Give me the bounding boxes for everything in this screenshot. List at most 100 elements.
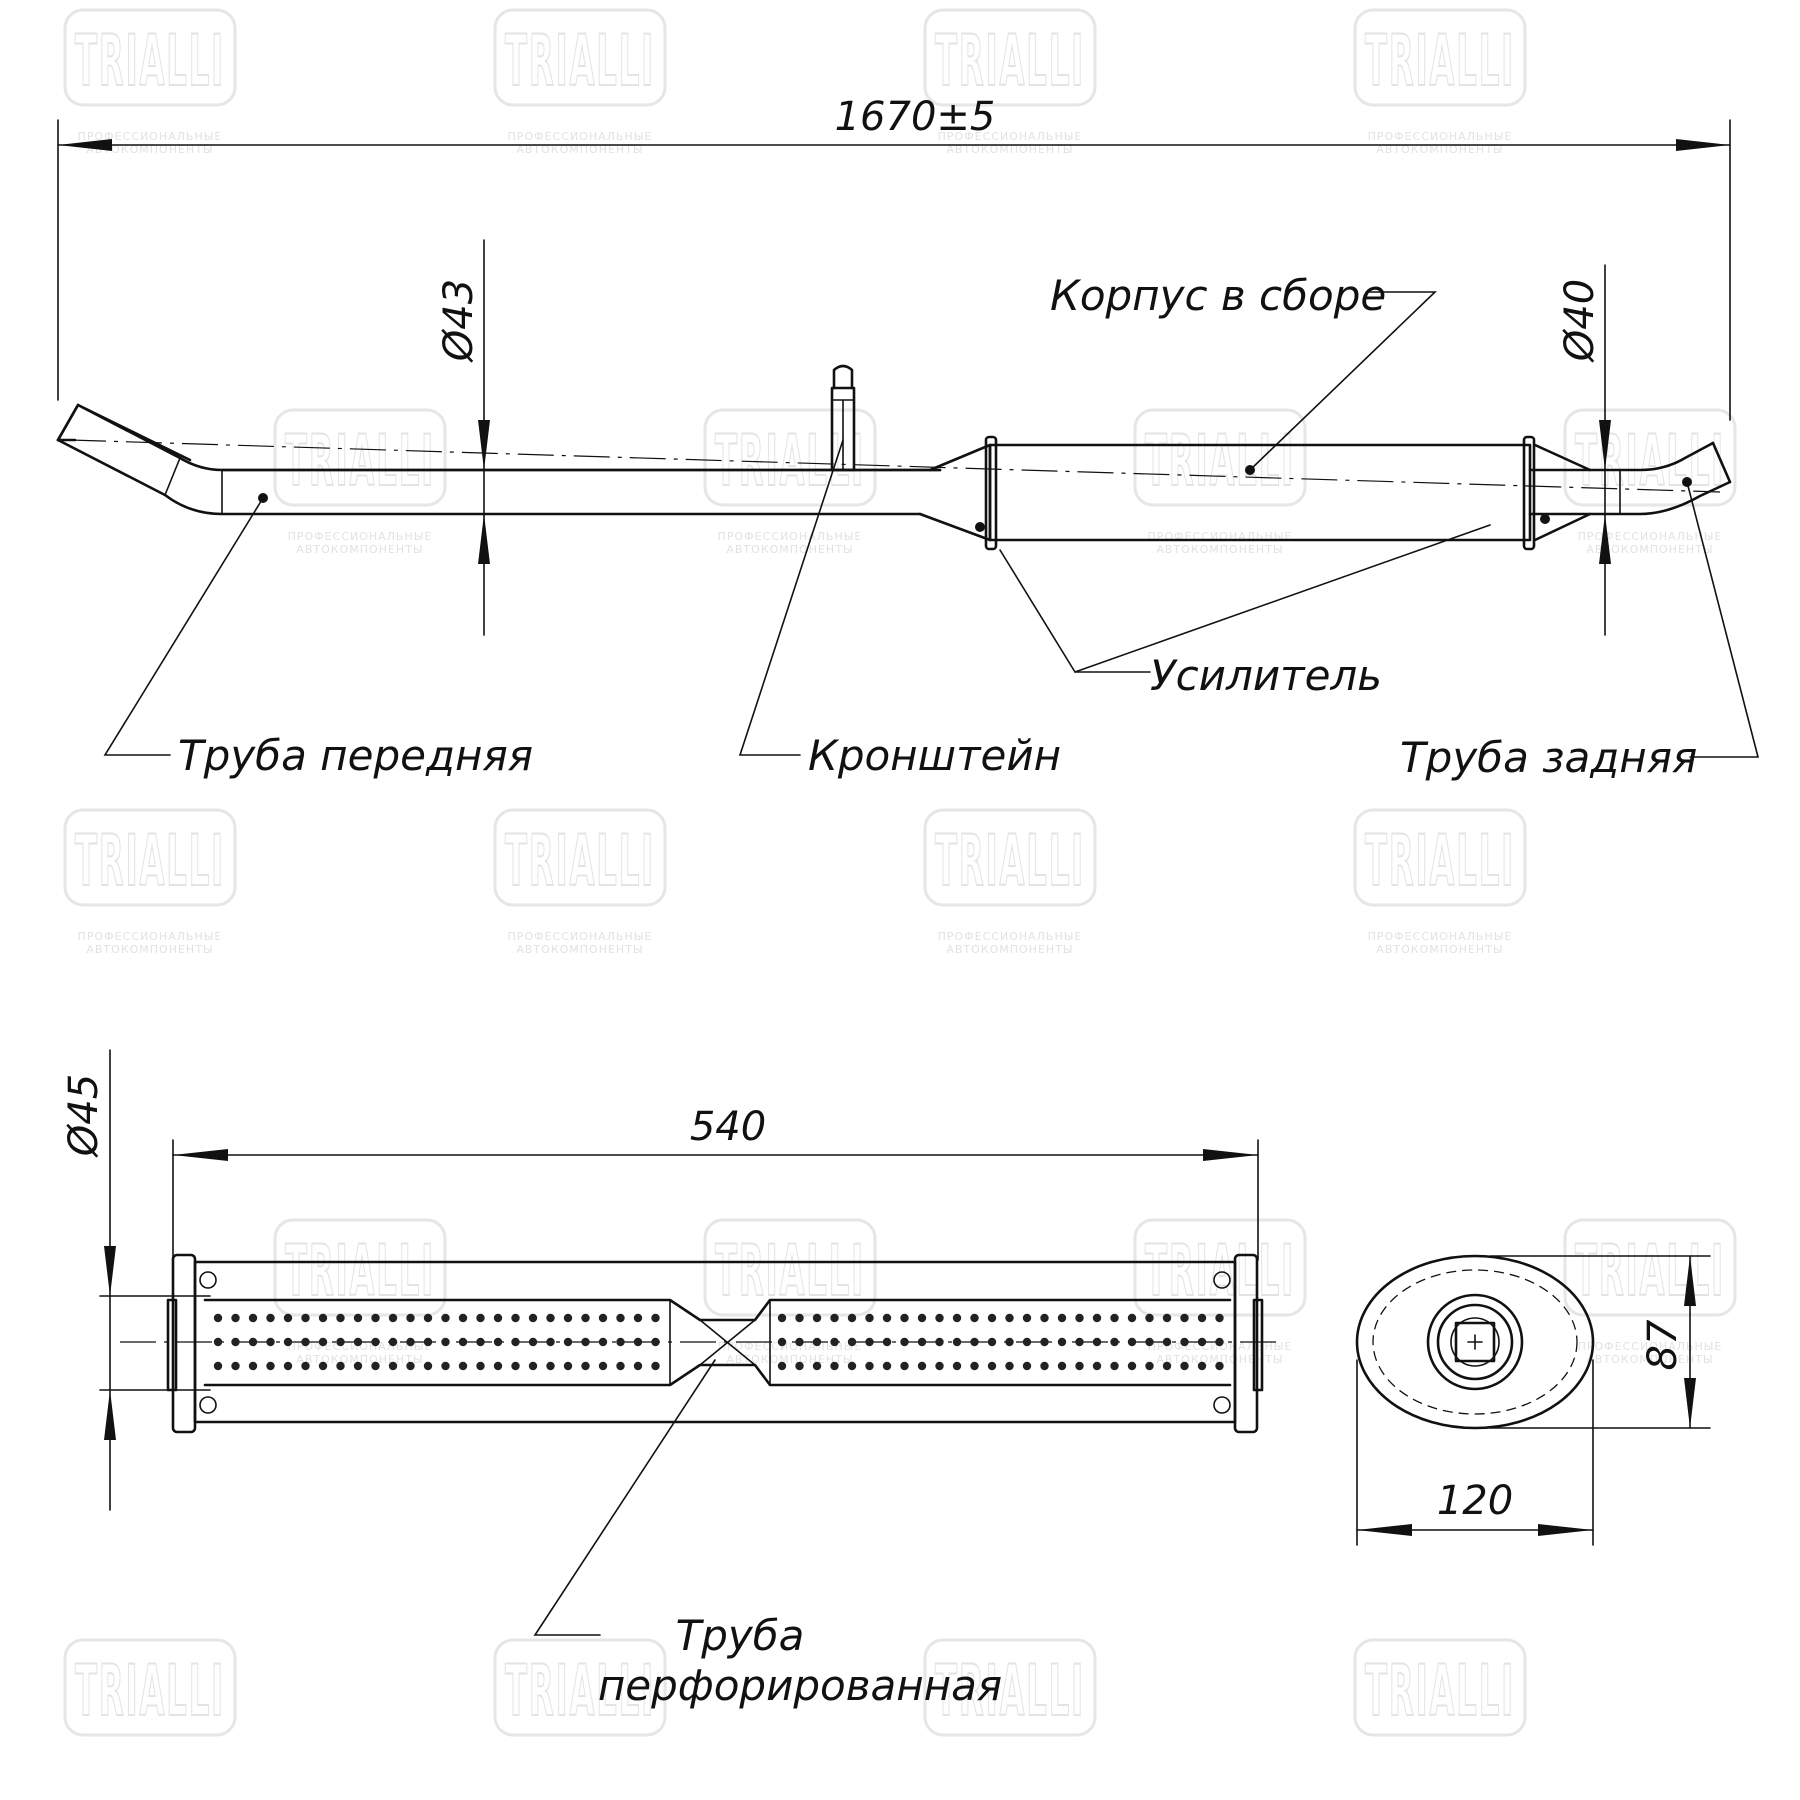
watermark-tagline: АВТОКОМПОНЕНТЫ (1156, 543, 1283, 556)
perforation-hole (266, 1313, 275, 1323)
perforation-hole (935, 1361, 944, 1371)
perforation-hole (423, 1361, 433, 1371)
perforation-hole (493, 1337, 503, 1347)
perforation-hole (353, 1313, 363, 1323)
watermark-brand: TRIALLI (1575, 420, 1725, 502)
perforation-hole (882, 1361, 892, 1371)
perforation-hole (423, 1313, 433, 1323)
watermark-brand: TRIALLI (715, 420, 865, 502)
perforation-hole (900, 1313, 909, 1323)
perforation-hole (616, 1337, 625, 1347)
perforation-hole (266, 1361, 275, 1371)
perforation-hole (598, 1337, 608, 1347)
perforated-pipe-label-2: перфорированная (598, 1661, 1002, 1710)
watermark-brand: TRIALLI (75, 820, 225, 902)
perforation-hole (1022, 1361, 1032, 1371)
perforation-hole (795, 1313, 804, 1323)
perforation-hole (1197, 1361, 1207, 1371)
perforation-hole (283, 1313, 293, 1323)
watermark-brand: TRIALLI (1365, 20, 1515, 102)
muffler-body (975, 435, 1550, 551)
perforation-hole (546, 1337, 555, 1347)
body-width-dimension: 120 (1437, 1478, 1513, 1524)
watermark-tagline: ПРОФЕССИОНАЛЬНЫЕ (1368, 930, 1513, 943)
perforation-hole (301, 1313, 310, 1323)
perforation-hole (213, 1313, 223, 1323)
watermark-frame (493, 1638, 667, 1737)
front-pipe-diameter: Ø43 (436, 279, 482, 363)
perforation-hole (1162, 1361, 1172, 1371)
watermark-brand: TRIALLI (505, 820, 655, 902)
perforation-hole (1180, 1361, 1189, 1371)
watermark-tagline: ПРОФЕССИОНАЛЬНЫЕ (718, 1340, 863, 1353)
watermark-tagline: АВТОКОМПОНЕНТЫ (516, 143, 643, 156)
perforation-hole (336, 1337, 345, 1347)
watermark-layer: TRIALLIПРОФЕССИОНАЛЬНЫЕАВТОКОМПОНЕНТЫTRI… (63, 8, 1737, 1737)
rear-pipe-label: Труба задняя (1400, 733, 1697, 782)
watermark-frame (1563, 1218, 1737, 1317)
perforation-hole (1040, 1361, 1049, 1371)
perforation-hole (388, 1313, 398, 1323)
perforation-hole (353, 1337, 363, 1347)
perforation-hole (865, 1337, 874, 1347)
perforation-hole (441, 1313, 450, 1323)
watermark-frame (493, 8, 667, 107)
perforation-hole (371, 1361, 380, 1371)
perforation-hole (511, 1361, 520, 1371)
body-length-dimension: 540 (690, 1104, 766, 1150)
watermark-tagline: АВТОКОМПОНЕНТЫ (516, 943, 643, 956)
perforation-hole (616, 1313, 625, 1323)
watermark-frame (1353, 808, 1527, 907)
perforation-hole (406, 1313, 415, 1323)
perforation-hole (777, 1361, 787, 1371)
perforation-holes (213, 1313, 1224, 1371)
watermark-brand: TRIALLI (1365, 820, 1515, 902)
perforation-hole (1057, 1337, 1067, 1347)
perforation-hole (301, 1361, 310, 1371)
perforation-hole (1145, 1313, 1154, 1323)
perforation-hole (546, 1361, 555, 1371)
perforation-hole (1075, 1337, 1084, 1347)
watermark-frame (63, 8, 237, 107)
section-view: 540 Ø45 Труба перфорированная (61, 1049, 1280, 1710)
perforation-hole (1127, 1313, 1137, 1323)
front-pipe-label: Труба передняя (178, 731, 533, 780)
end-view: 87 120 (1355, 1254, 1711, 1546)
perforation-hole (1215, 1361, 1224, 1371)
perforation-hole (266, 1337, 275, 1347)
perforation-hole (1110, 1361, 1119, 1371)
perforation-hole (651, 1313, 660, 1323)
watermark-brand: TRIALLI (935, 20, 1085, 102)
perforation-hole (1145, 1361, 1154, 1371)
perforation-hole (900, 1361, 909, 1371)
watermark-brand: TRIALLI (75, 1650, 225, 1732)
watermark-frame (493, 808, 667, 907)
perforation-hole (830, 1361, 839, 1371)
watermark-tagline: АВТОКОМПОНЕНТЫ (1586, 1353, 1713, 1366)
watermark-brand: TRIALLI (935, 1650, 1085, 1732)
perforation-hole (406, 1337, 415, 1347)
perforation-hole (633, 1337, 643, 1347)
perforation-hole (987, 1313, 997, 1323)
perforation-hole (458, 1337, 468, 1347)
watermark-tagline: ПРОФЕССИОНАЛЬНЫЕ (938, 130, 1083, 143)
perforation-hole (1005, 1361, 1014, 1371)
perforation-hole (388, 1337, 398, 1347)
perforation-hole (1005, 1337, 1014, 1347)
perforation-hole (371, 1337, 380, 1347)
perforation-hole (1215, 1337, 1224, 1347)
perforation-hole (1127, 1361, 1137, 1371)
perforation-hole (1040, 1313, 1049, 1323)
perforation-hole (970, 1361, 979, 1371)
perforation-hole (1022, 1313, 1032, 1323)
watermark-tagline: ПРОФЕССИОНАЛЬНЫЕ (1578, 1340, 1723, 1353)
watermark-tagline: АВТОКОМПОНЕНТЫ (726, 1353, 853, 1366)
perforation-hole (493, 1361, 503, 1371)
watermark-tagline: АВТОКОМПОНЕНТЫ (726, 543, 853, 556)
watermark-brand: TRIALLI (285, 420, 435, 502)
perforation-hole (1197, 1337, 1207, 1347)
perforation-hole (248, 1361, 258, 1371)
perforation-hole (882, 1337, 892, 1347)
watermark-tagline: ПРОФЕССИОНАЛЬНЫЕ (938, 930, 1083, 943)
perforation-hole (318, 1361, 328, 1371)
